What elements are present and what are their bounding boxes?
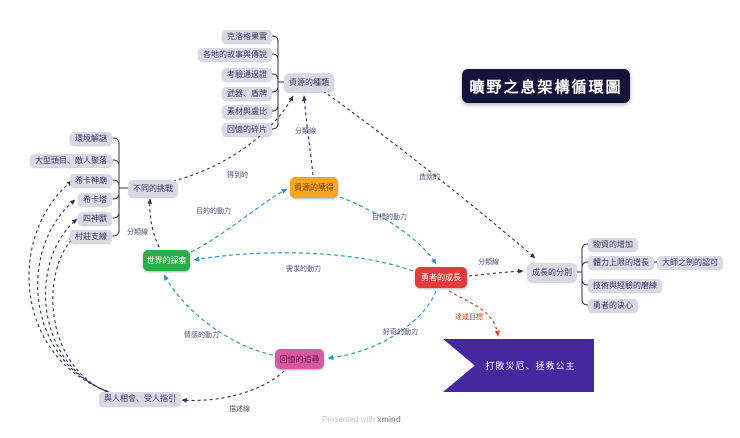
edge-explore-to-acquire [190, 188, 288, 253]
topic-hero-resolve[interactable]: 勇者的決心 [588, 299, 638, 312]
edge-growth-to-growth-types [468, 268, 524, 277]
watermark-prefix: Presented with [322, 415, 378, 424]
topic-sheikah-towers[interactable]: 希卡塔 [78, 193, 112, 206]
topic-skill-experience[interactable]: 技術與經驗的磨練 [588, 279, 662, 292]
topic-world-exploration[interactable]: 世界的探索 [143, 250, 190, 271]
edge-meet-people-to-divine-beasts [45, 218, 112, 394]
topic-resource-types[interactable]: 資源的種類 [284, 73, 334, 92]
label-classify-line-top[interactable]: 分類線 [295, 128, 316, 135]
label-describe-line[interactable]: 描述線 [229, 406, 250, 413]
topic-korok-seeds[interactable]: 克洛格果實 [222, 30, 272, 43]
edge-acquire-to-resource-types [301, 95, 314, 176]
tree-connectors-resources [271, 35, 286, 130]
label-obtained[interactable]: 得到的 [227, 172, 248, 179]
label-goal-drive[interactable]: 目標的動力 [372, 214, 407, 221]
topic-materials-rupees[interactable]: 素材與盧比 [222, 105, 272, 118]
topic-resource-acquire[interactable]: 資源的獲得 [290, 177, 338, 198]
topic-growth-types[interactable]: 成長的分別 [527, 263, 577, 282]
label-curiosity-drive[interactable]: 好奇的動力 [383, 329, 418, 336]
diagram-title[interactable]: 曠野之息架構循環圖 [462, 69, 630, 103]
label-classify-line-left[interactable]: 分類線 [127, 229, 148, 236]
label-classify-line-right[interactable]: 分類線 [478, 259, 499, 266]
tree-connectors-challenges [112, 137, 129, 237]
edge-growth-to-memory [327, 290, 437, 361]
topic-trial-proof[interactable]: 考驗通過證 [222, 68, 272, 81]
topic-divine-beasts[interactable]: 四神獸 [78, 212, 112, 225]
topic-bosses-camps[interactable]: 大型頭目、敵人聚落 [30, 154, 112, 167]
edge-meet-people-to-shrines [28, 180, 108, 392]
edge-memory-to-explore [163, 274, 274, 356]
label-purpose-drive[interactable]: 目的的動力 [196, 208, 231, 215]
xmind-brand: xmind [377, 415, 401, 424]
edge-acquire-to-growth [339, 196, 437, 265]
label-achieve-goal[interactable]: 達成目標 [455, 314, 483, 321]
topic-challenges[interactable]: 不同的挑戰 [128, 180, 178, 197]
edge-memory-to-meet-people [181, 370, 285, 403]
edge-meet-people-to-village-quests [52, 236, 114, 395]
edge-resource-types-to-growth-types [322, 90, 536, 259]
tree-connectors-growth [574, 243, 658, 306]
topic-meet-people[interactable]: 與人相會、受人指引 [99, 392, 181, 406]
edge-growth-to-final-goal [448, 290, 501, 337]
topic-hero-growth[interactable]: 勇者的成長 [415, 267, 467, 288]
edge-meet-people-to-towers [37, 199, 110, 393]
edge-explore-to-challenges [147, 198, 160, 248]
topic-weapons-shields[interactable]: 武器、盾牌 [222, 87, 272, 100]
label-emotion-drive[interactable]: 情感的動力 [184, 332, 219, 339]
topic-supplies-increase[interactable]: 物資的增加 [588, 238, 638, 251]
topic-stamina-increase[interactable]: 體力上限的增長 [588, 256, 654, 269]
topic-master-sword-approval[interactable]: 大師之劍的認可 [657, 256, 723, 269]
edge-growth-to-explore [193, 252, 414, 272]
topic-memory-fragments[interactable]: 回憶的碎片 [222, 123, 272, 136]
topic-local-stories[interactable]: 各地的故事與傳說 [198, 48, 272, 61]
topic-sheikah-shrines[interactable]: 希卡神廟 [70, 174, 112, 187]
xmind-watermark[interactable]: Presented with xmind [322, 415, 401, 424]
label-need-drive[interactable]: 需求的動力 [286, 266, 321, 273]
topic-village-quests[interactable]: 村莊支線 [70, 230, 112, 243]
label-creates[interactable]: 造就的 [419, 174, 440, 181]
edge-challenges-to-resource-types [172, 95, 294, 182]
topic-env-puzzles[interactable]: 環境解謎 [70, 132, 112, 145]
topic-memory-seek[interactable]: 回憶的追尋 [275, 349, 324, 369]
